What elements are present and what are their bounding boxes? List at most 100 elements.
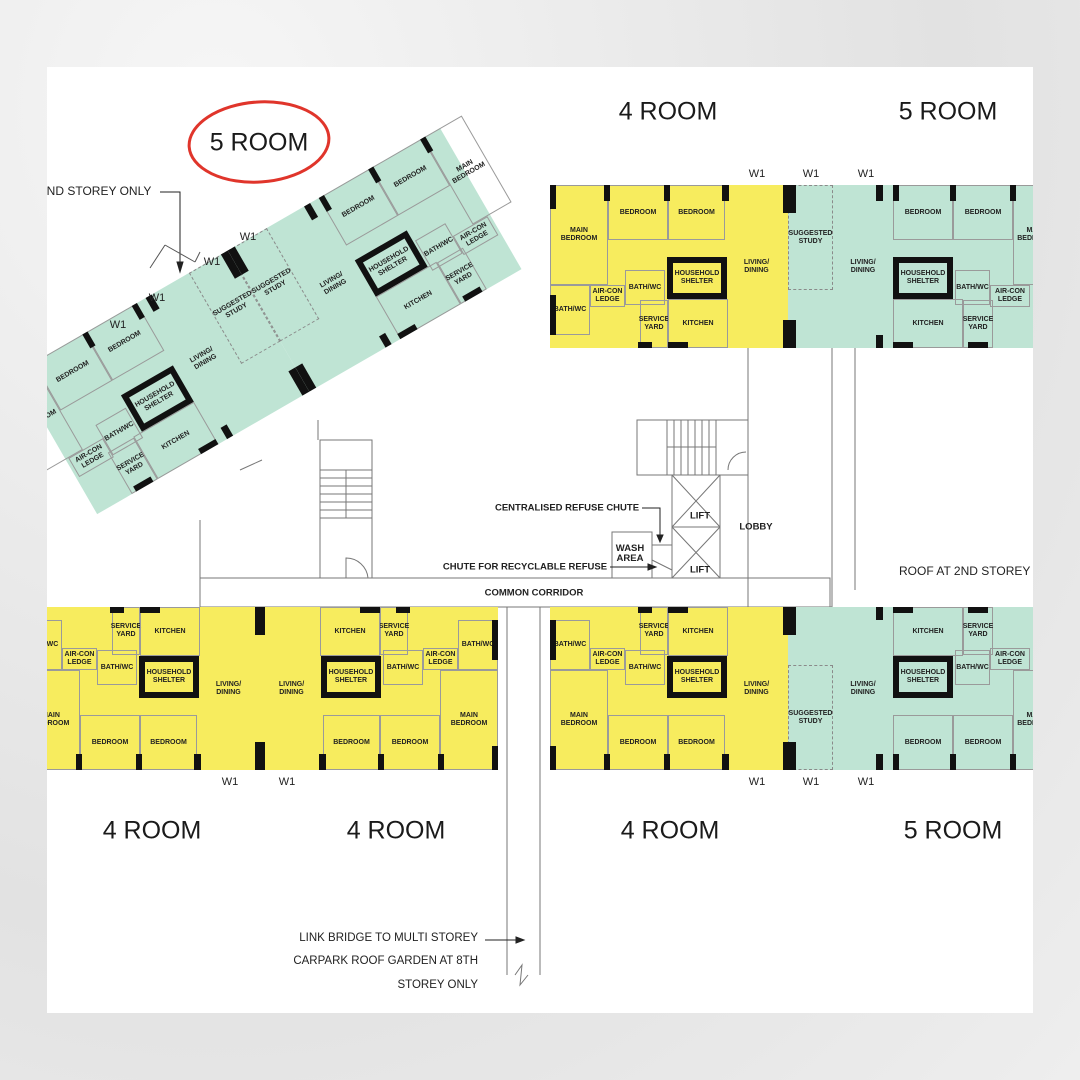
core-linework — [149, 100, 856, 987]
wall-segment — [788, 742, 796, 770]
room-household-shelter: HOUSEHOLD SHELTER — [321, 656, 381, 698]
room-label: LIVING/ DINING — [188, 345, 218, 371]
room-bedroom: BEDROOM — [893, 185, 953, 240]
room-household-shelter: HOUSEHOLD SHELTER — [667, 656, 727, 698]
room-bedroom: BEDROOM — [953, 185, 1013, 240]
room-bath-wc: BATH/WC — [47, 620, 62, 670]
room-label: BEDROOM — [91, 738, 129, 746]
wall-segment — [788, 320, 796, 348]
room-label: SERVICE YARD — [444, 261, 475, 287]
wall-segment — [140, 607, 160, 613]
unit-type-title: 4 ROOM — [346, 816, 446, 845]
window-label: W1 — [857, 168, 875, 180]
wall-segment — [492, 746, 498, 770]
room-label: BEDROOM — [904, 738, 942, 746]
wall-segment — [783, 320, 791, 348]
room-label: BATH/WC — [956, 663, 989, 671]
room-label: AIR-CON LEDGE — [995, 288, 1025, 303]
wash-area-label: WASH AREA — [615, 543, 645, 564]
window-label: W1 — [802, 776, 820, 788]
room-service-yard: SERVICE YARD — [639, 607, 669, 655]
room-air-con-ledge: AIR-CON LEDGE — [590, 648, 625, 670]
room-bedroom: BEDROOM — [668, 715, 725, 770]
room-label: BEDROOM — [340, 194, 376, 219]
wall-segment — [257, 607, 265, 635]
wall-segment — [893, 185, 899, 201]
room-label: KITCHEN — [912, 319, 944, 327]
room-living-dining: LIVING/ DINING — [197, 607, 260, 770]
room-suggested-study: SUGGESTED STUDY — [788, 665, 833, 770]
room-main-bedroom: MAIN BEDROOM — [47, 670, 80, 770]
wall-segment — [1010, 754, 1016, 770]
refuse-chute-label: CENTRALISED REFUSE CHUTE — [494, 502, 640, 514]
wall-segment — [76, 754, 82, 770]
room-label: HOUSEHOLD SHELTER — [674, 669, 720, 684]
wall-segment — [968, 607, 988, 613]
room-label: BATH/WC — [553, 306, 587, 313]
link-bridge-note: CARPARK ROOF GARDEN AT 8TH — [293, 955, 478, 967]
wall-segment — [604, 185, 610, 201]
room-label: SERVICE YARD — [378, 623, 410, 638]
wall-segment — [550, 746, 556, 770]
room-label: SUGGESTED STUDY — [211, 289, 254, 320]
room-label: BEDROOM — [619, 738, 657, 746]
room-kitchen: KITCHEN — [668, 299, 728, 348]
wall-segment — [550, 620, 556, 660]
room-living-dining: LIVING/ DINING — [260, 607, 323, 770]
unit-type-title: 4 ROOM — [102, 816, 202, 845]
room-household-shelter: HOUSEHOLD SHELTER — [139, 656, 199, 698]
room-service-yard: SERVICE YARD — [378, 607, 410, 655]
roof-2nd-storey-note: ROOF AT 2ND STOREY — [899, 564, 1031, 578]
lobby-label: LOBBY — [739, 521, 773, 533]
room-label: SERVICE YARD — [115, 451, 146, 477]
room-label: LIVING/ DINING — [850, 680, 876, 696]
room-label: AIR-CON LEDGE — [995, 651, 1025, 666]
room-bedroom: BEDROOM — [608, 185, 668, 240]
room-suggested-study: SUGGESTED STUDY — [788, 185, 833, 290]
wall-segment — [638, 342, 652, 348]
room-label: BEDROOM — [392, 164, 428, 189]
window-label: W1 — [748, 168, 766, 180]
room-label: LIVING/ DINING — [743, 680, 770, 696]
wall-segment — [783, 742, 791, 770]
room-label: BEDROOM — [391, 738, 429, 746]
window-label: W1 — [239, 231, 257, 243]
wall-segment — [893, 607, 913, 613]
wall-segment — [360, 607, 380, 613]
link-bridge-note: STOREY ONLY — [397, 979, 478, 991]
room-air-con-ledge: AIR-CON LEDGE — [990, 648, 1030, 670]
wall-segment — [378, 754, 384, 770]
room-kitchen: KITCHEN — [893, 607, 963, 656]
room-bath-wc: BATH/WC — [625, 270, 665, 305]
common-corridor-label: COMMON CORRIDOR — [484, 587, 584, 599]
room-label: LIVING/ DINING — [278, 680, 305, 696]
room-label: BEDROOM — [904, 208, 942, 216]
room-label: BEDROOM — [333, 738, 370, 746]
room-label: SUGGESTED STUDY — [788, 709, 833, 725]
window-label: W1 — [221, 776, 239, 788]
room-bath-wc: BATH/WC — [550, 285, 590, 335]
room-service-yard: SERVICE YARD — [963, 607, 993, 655]
room-bedroom: BEDROOM — [380, 715, 440, 770]
room-label: LIVING/ DINING — [215, 680, 242, 696]
room-label: KITCHEN — [402, 289, 434, 311]
room-label: MAIN BEDROOM — [560, 227, 598, 242]
room-main-bedroom: MAIN BEDROOM — [1013, 670, 1033, 770]
room-bedroom: BEDROOM — [140, 715, 197, 770]
room-living-dining: LIVING/ DINING — [725, 607, 788, 770]
room-bedroom: BEDROOM — [953, 715, 1013, 770]
room-label: HOUSEHOLD SHELTER — [900, 270, 946, 285]
room-label: AIR-CON LEDGE — [592, 288, 623, 303]
room-label: SERVICE YARD — [638, 316, 670, 331]
wall-segment — [950, 754, 956, 770]
window-label: W1 — [857, 776, 875, 788]
room-label: KITCHEN — [154, 627, 186, 635]
room-label: AIR-CON LEDGE — [64, 651, 95, 666]
room-bath-wc: BATH/WC — [97, 650, 137, 685]
wall-segment — [876, 185, 883, 201]
window-label: W1 — [278, 776, 296, 788]
wall-segment — [319, 754, 326, 770]
lift-label: LIFT — [689, 510, 711, 522]
